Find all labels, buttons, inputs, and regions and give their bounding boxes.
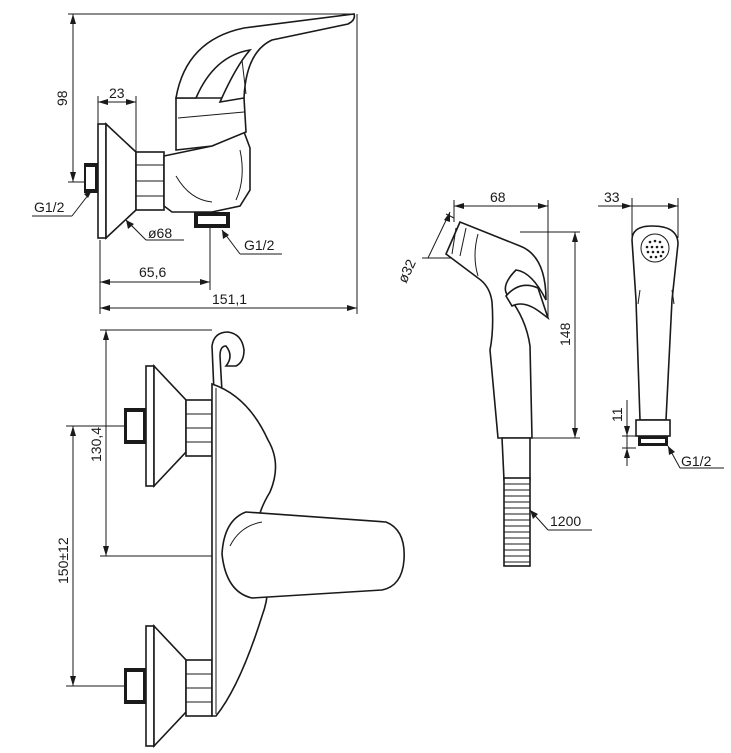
hose-length-label: 1200 [550,513,581,529]
dim-148-label: 148 [557,322,573,346]
dim-150-12-label: 150±12 [55,537,71,584]
dim-65-6-label: 65,6 [139,264,166,280]
dim-33-label: 33 [604,189,620,205]
hand-head-diameter-label: ø32 [394,256,419,285]
outlet-thread-label: G1/2 [244,237,275,253]
dim-151-1-label: 151,1 [212,291,247,307]
hand-thread-label: G1/2 [681,453,712,469]
inlet-thread-label: G1/2 [34,199,65,215]
dim-98-label: 98 [54,90,70,106]
dim-68-label: 68 [490,189,506,205]
dimension-labels: 98 23 G1/2 ø68 G1/2 65,6 151,1 ø32 68 14… [34,85,712,584]
dim-130-4-label: 130,4 [88,427,104,462]
mixer-front-view [66,329,405,749]
flange-diameter-label: ø68 [148,225,172,241]
dim-11-label: 11 [609,407,625,422]
dim-23-label: 23 [109,85,125,101]
mixer-side-view [32,13,358,314]
hand-shower-side-view [422,200,592,567]
hand-shower-front-view [598,198,724,469]
